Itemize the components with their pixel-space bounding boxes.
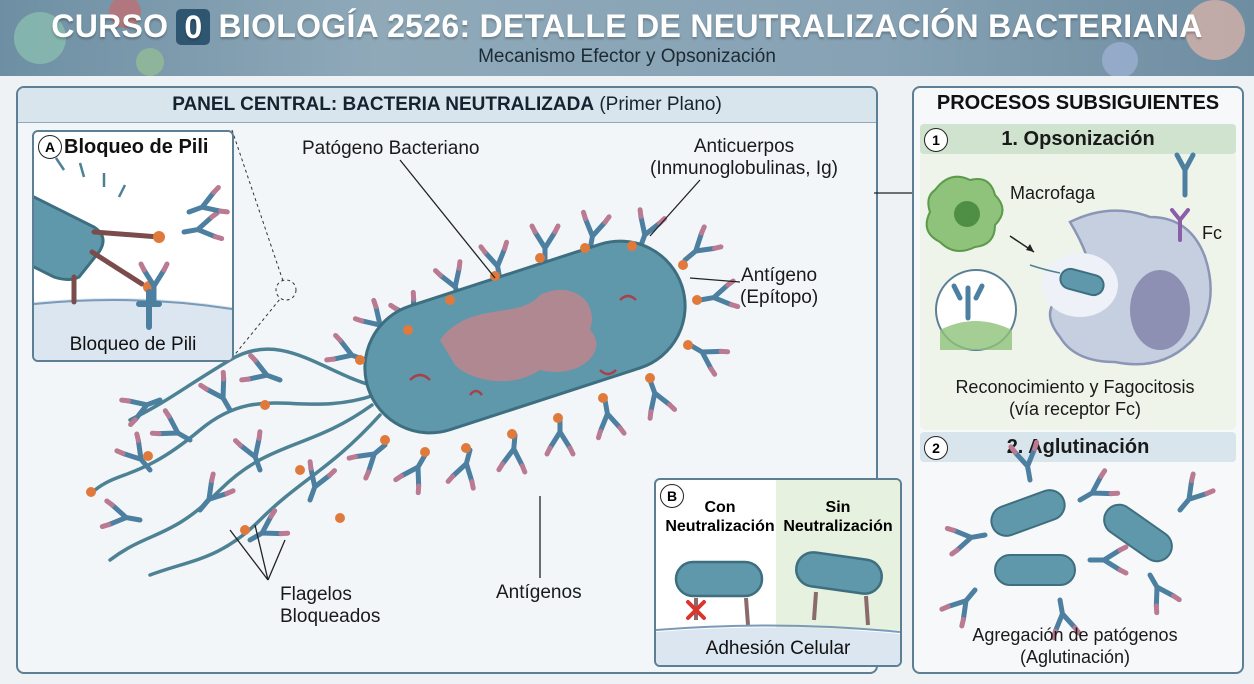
section-1-header: 1. Opsonización bbox=[920, 124, 1236, 154]
inset-a-drawing bbox=[34, 157, 232, 360]
inset-a-pili-block: A Bloqueo de Pili Bloqueo de Pili bbox=[32, 130, 234, 362]
inset-b-col-with: Con Neutralización bbox=[665, 499, 775, 535]
course-number-badge: 0 bbox=[176, 8, 211, 45]
label-flagella-blocked: Flagelos Bloqueados bbox=[280, 584, 381, 627]
bacterium-body bbox=[363, 239, 687, 435]
flagella-antigens bbox=[86, 400, 345, 535]
blocked-x-icon bbox=[686, 600, 706, 620]
label-pathogen: Patógeno Bacteriano bbox=[302, 138, 480, 159]
inset-a-caption: Bloqueo de Pili bbox=[69, 334, 197, 355]
side-panel-title: PROCESOS SUBSIGUIENTES bbox=[936, 92, 1220, 114]
label-fc: Fc bbox=[1202, 223, 1222, 243]
agglutination-caption: Agregación de patógenos (Aglutinación) bbox=[972, 625, 1178, 667]
inset-b-drawing bbox=[656, 551, 900, 665]
label-antigens: Antígenos bbox=[496, 582, 582, 603]
inset-a-title: Bloqueo de Pili bbox=[64, 136, 209, 158]
opsonization-caption: Reconocimiento y Fagocitosis (vía recept… bbox=[955, 377, 1195, 419]
nucleoid bbox=[440, 289, 597, 382]
section-1-badge: 1 bbox=[924, 128, 948, 152]
section-2-header: 2. Aglutinación bbox=[920, 432, 1236, 462]
inset-b-col-without: Sin Neutralización bbox=[783, 499, 893, 535]
label-antibodies: Anticuerpos (Inmunoglobulinas, Ig) bbox=[650, 136, 838, 179]
agglutination-cluster bbox=[942, 442, 1213, 637]
fc-receptor-icon bbox=[1170, 208, 1190, 242]
inset-a-badge: A bbox=[38, 135, 62, 159]
inset-a-zoom-lines bbox=[231, 129, 297, 359]
label-macrophage: Macrofaga bbox=[1010, 183, 1096, 203]
inset-b-adhesion: B Con Neutralización Sin Neutralización … bbox=[654, 478, 902, 667]
section-agglutination: 2. Aglutinación 2 bbox=[920, 432, 1236, 666]
section-2-badge: 2 bbox=[924, 436, 948, 460]
antigen-dots bbox=[355, 241, 702, 457]
central-panel-title: PANEL CENTRAL: BACTERIA NEUTRALIZADA (Pr… bbox=[18, 88, 876, 123]
leader-lines bbox=[229, 159, 912, 581]
inset-b-badge: B bbox=[660, 484, 684, 508]
page-subtitle: Mecanismo Efector y Opsonización bbox=[478, 46, 776, 67]
header-decoration bbox=[14, 0, 1245, 76]
label-antigen-epitope: Antígeno (Epítopo) bbox=[740, 265, 819, 308]
inset-b-caption: Adhesión Celular bbox=[705, 638, 851, 659]
